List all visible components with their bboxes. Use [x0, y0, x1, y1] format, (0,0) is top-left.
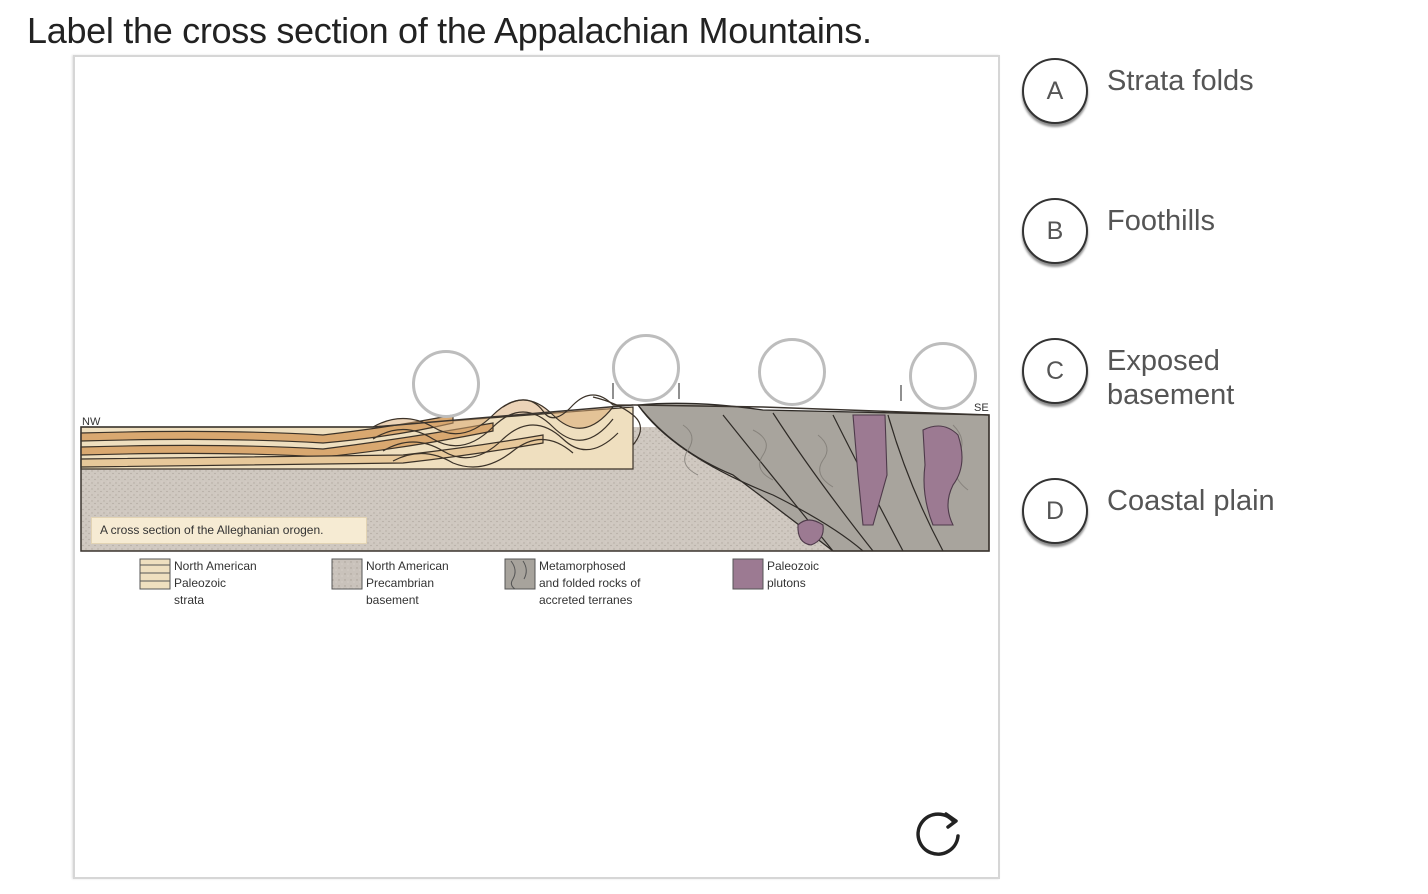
drop-target-2[interactable] — [612, 334, 680, 402]
diagram-caption: A cross section of the Alleghanian oroge… — [91, 517, 367, 544]
drop-target-3[interactable] — [758, 338, 826, 406]
legend-strata-text: North American Paleozoic strata — [174, 559, 257, 607]
question-prompt: Label the cross section of the Appalachi… — [27, 10, 872, 51]
choice-b-label: Foothills — [1107, 205, 1215, 237]
choice-c[interactable]: C Exposed basement — [1022, 338, 1412, 411]
drop-target-4[interactable] — [909, 342, 977, 410]
choice-d-letter[interactable]: D — [1022, 478, 1088, 544]
reset-icon[interactable] — [910, 803, 968, 861]
legend-metamorphic-text: Metamorphosed and folded rocks of accret… — [539, 559, 641, 607]
drop-target-1[interactable] — [412, 350, 480, 418]
choice-b[interactable]: B Foothills — [1022, 198, 1412, 264]
direction-nw: NW — [82, 416, 101, 428]
choice-c-letter[interactable]: C — [1022, 338, 1088, 404]
choice-d-label: Coastal plain — [1107, 485, 1275, 517]
paleozoic-strata — [80, 406, 634, 470]
legend-swatches — [139, 558, 764, 590]
choice-d[interactable]: D Coastal plain — [1022, 478, 1412, 544]
tick-marks — [612, 383, 902, 401]
choice-a[interactable]: A Strata folds — [1022, 58, 1412, 124]
direction-se: SE — [974, 402, 989, 414]
choice-a-letter[interactable]: A — [1022, 58, 1088, 124]
choice-a-label: Strata folds — [1107, 65, 1254, 97]
paleozoic-plutons — [797, 414, 963, 546]
choice-c-label: Exposed basement — [1107, 345, 1235, 411]
choice-b-letter[interactable]: B — [1022, 198, 1088, 264]
legend-pluton-text: Paleozoic plutons — [767, 559, 820, 590]
legend-basement-text: North American Precambrian basement — [366, 559, 449, 607]
cross-section-illustration — [80, 383, 990, 590]
